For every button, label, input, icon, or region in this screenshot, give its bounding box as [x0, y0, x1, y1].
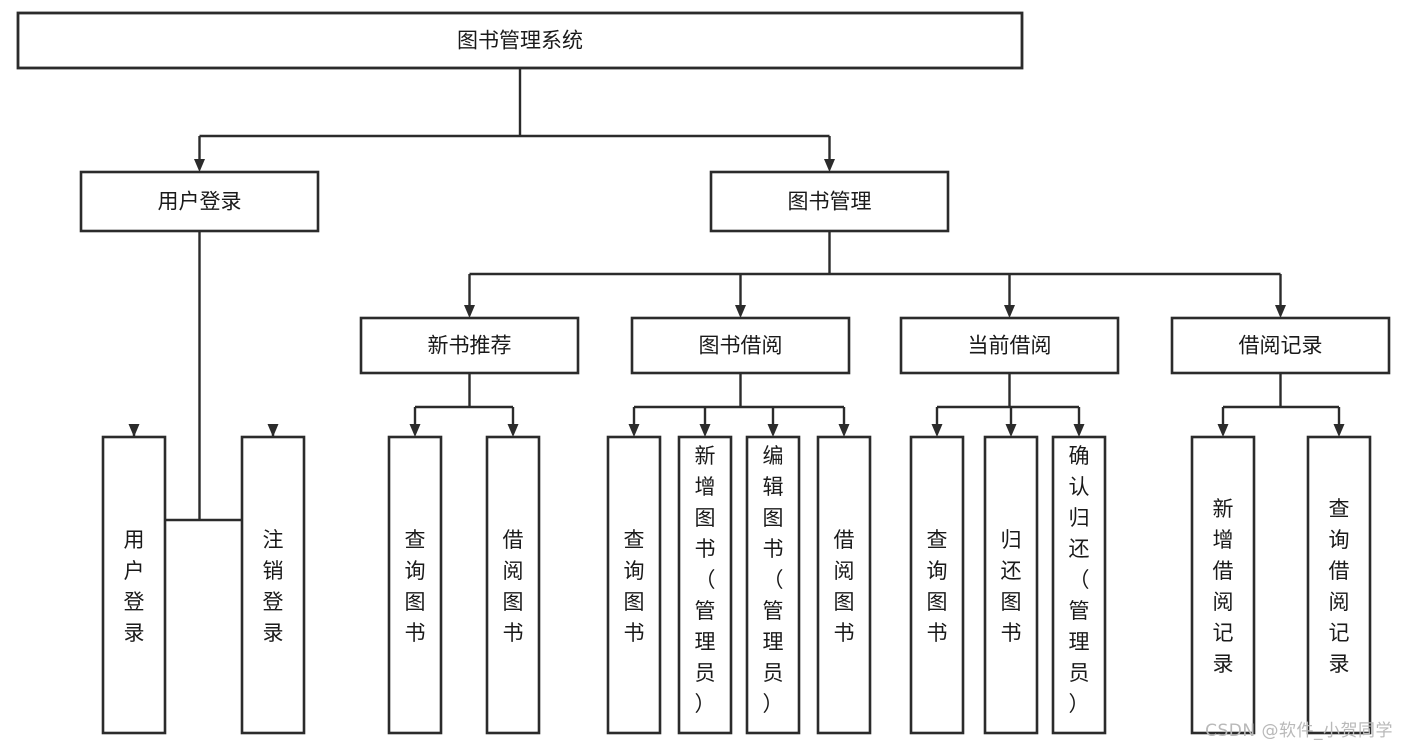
node-box-leaf-return-book[interactable]	[983, 435, 1039, 735]
node-leaf-confirm-return[interactable]: 确认归还（管理员）	[1051, 435, 1107, 735]
node-box-root[interactable]	[16, 11, 1024, 70]
connectors-layer	[128, 68, 1345, 522]
arrow-head-leaf-borrow-book-2	[838, 424, 850, 437]
node-leaf-user-login[interactable]: 用户登录	[101, 435, 167, 735]
node-box-borrow-record[interactable]	[1170, 316, 1391, 375]
node-leaf-query-book-3[interactable]: 查询图书	[909, 435, 965, 735]
node-leaf-query-book-2[interactable]: 查询图书	[606, 435, 662, 735]
node-box-current-borrow[interactable]	[899, 316, 1120, 375]
arrow-head-leaf-edit-book	[767, 424, 779, 437]
connector-group-current-borrow	[931, 373, 1085, 437]
node-leaf-edit-book[interactable]: 编辑图书（管理员）	[745, 435, 801, 735]
node-box-leaf-user-logout[interactable]	[240, 435, 306, 735]
node-label-leaf-query-record: 查询借阅记录	[1329, 497, 1350, 676]
node-user-login[interactable]: 用户登录	[79, 170, 320, 233]
node-leaf-user-logout[interactable]: 注销登录	[240, 435, 306, 735]
arrow-head-leaf-return-book	[1005, 424, 1017, 437]
node-label-leaf-add-record: 新增借阅记录	[1213, 497, 1234, 676]
node-leaf-borrow-book-1[interactable]: 借阅图书	[485, 435, 541, 735]
node-label-book-borrow: 图书借阅	[699, 334, 783, 358]
node-box-book-manage[interactable]	[709, 170, 950, 233]
node-box-leaf-add-record[interactable]	[1190, 435, 1256, 735]
node-leaf-query-book-1[interactable]: 查询图书	[387, 435, 443, 735]
node-borrow-record[interactable]: 借阅记录	[1170, 316, 1391, 375]
node-label-book-manage: 图书管理	[788, 190, 872, 214]
connector-group-book-borrow	[628, 373, 850, 437]
node-box-leaf-query-book-3[interactable]	[909, 435, 965, 735]
node-label-borrow-record: 借阅记录	[1239, 334, 1323, 358]
node-box-book-borrow[interactable]	[630, 316, 851, 375]
node-box-leaf-query-record[interactable]	[1306, 435, 1372, 735]
node-label-root: 图书管理系统	[457, 29, 583, 53]
arrow-head-leaf-query-record	[1333, 424, 1345, 437]
node-leaf-borrow-book-2[interactable]: 借阅图书	[816, 435, 872, 735]
node-leaf-return-book[interactable]: 归还图书	[983, 435, 1039, 735]
arrow-head-current-borrow	[1004, 305, 1015, 318]
node-label-leaf-query-book-1: 查询图书	[405, 528, 426, 645]
node-root[interactable]: 图书管理系统	[16, 11, 1024, 70]
arrow-head-new-book-recommend	[464, 305, 475, 318]
node-label-leaf-add-book: 新增图书（管理员）	[695, 444, 716, 716]
node-box-leaf-borrow-book-1[interactable]	[485, 435, 541, 735]
nodes-layer: 图书管理系统用户登录图书管理新书推荐图书借阅当前借阅借阅记录用户登录注销登录查询…	[16, 11, 1391, 735]
arrow-head-leaf-add-record	[1217, 424, 1229, 437]
arrow-head-leaf-borrow-book-1	[507, 424, 519, 437]
node-box-leaf-edit-book[interactable]	[745, 435, 801, 735]
arrow-head-leaf-user-logout	[267, 424, 279, 437]
arrow-head-leaf-add-book	[699, 424, 711, 437]
connector-group-new-book-recommend	[409, 373, 519, 437]
arrow-head-leaf-query-book-3	[931, 424, 943, 437]
node-new-book-recommend[interactable]: 新书推荐	[359, 316, 580, 375]
node-label-leaf-borrow-book-2: 借阅图书	[834, 528, 855, 645]
node-box-leaf-query-book-2[interactable]	[606, 435, 662, 735]
node-label-leaf-return-book: 归还图书	[1001, 528, 1022, 645]
arrow-head-book-manage	[824, 159, 835, 172]
arrow-head-leaf-query-book-1	[409, 424, 421, 437]
arrow-head-user-login	[194, 159, 205, 172]
arrow-head-book-borrow	[735, 305, 746, 318]
connector-group-root	[194, 68, 835, 172]
node-box-leaf-confirm-return[interactable]	[1051, 435, 1107, 735]
watermark-text: CSDN @软件_小贺同学	[1205, 721, 1393, 741]
node-box-new-book-recommend[interactable]	[359, 316, 580, 375]
node-book-manage[interactable]: 图书管理	[709, 170, 950, 233]
node-leaf-add-record[interactable]: 新增借阅记录	[1190, 435, 1256, 735]
node-box-leaf-user-login[interactable]	[101, 435, 167, 735]
node-label-leaf-confirm-return: 确认归还（管理员）	[1069, 444, 1090, 716]
node-leaf-add-book[interactable]: 新增图书（管理员）	[677, 435, 733, 735]
arrow-head-leaf-query-book-2	[628, 424, 640, 437]
node-label-leaf-user-logout: 注销登录	[263, 528, 284, 645]
connector-group-borrow-record	[1217, 373, 1345, 437]
node-label-leaf-borrow-book-1: 借阅图书	[503, 528, 524, 645]
node-book-borrow[interactable]: 图书借阅	[630, 316, 851, 375]
node-box-leaf-add-book[interactable]	[677, 435, 733, 735]
node-label-current-borrow: 当前借阅	[968, 334, 1052, 358]
arrow-head-leaf-user-login	[128, 424, 140, 437]
node-box-leaf-borrow-book-2[interactable]	[816, 435, 872, 735]
node-label-leaf-edit-book: 编辑图书（管理员）	[763, 444, 784, 716]
connector-group-book-manage	[464, 231, 1286, 318]
arrow-head-borrow-record	[1275, 305, 1286, 318]
node-leaf-query-record[interactable]: 查询借阅记录	[1306, 435, 1372, 735]
node-box-user-login[interactable]	[79, 170, 320, 233]
node-box-leaf-query-book-1[interactable]	[387, 435, 443, 735]
arrow-head-leaf-confirm-return	[1073, 424, 1085, 437]
node-label-leaf-user-login: 用户登录	[124, 528, 145, 645]
node-label-leaf-query-book-2: 查询图书	[624, 528, 645, 645]
node-label-leaf-query-book-3: 查询图书	[927, 528, 948, 645]
node-label-new-book-recommend: 新书推荐	[428, 334, 512, 358]
node-label-user-login: 用户登录	[158, 190, 242, 214]
node-current-borrow[interactable]: 当前借阅	[899, 316, 1120, 375]
